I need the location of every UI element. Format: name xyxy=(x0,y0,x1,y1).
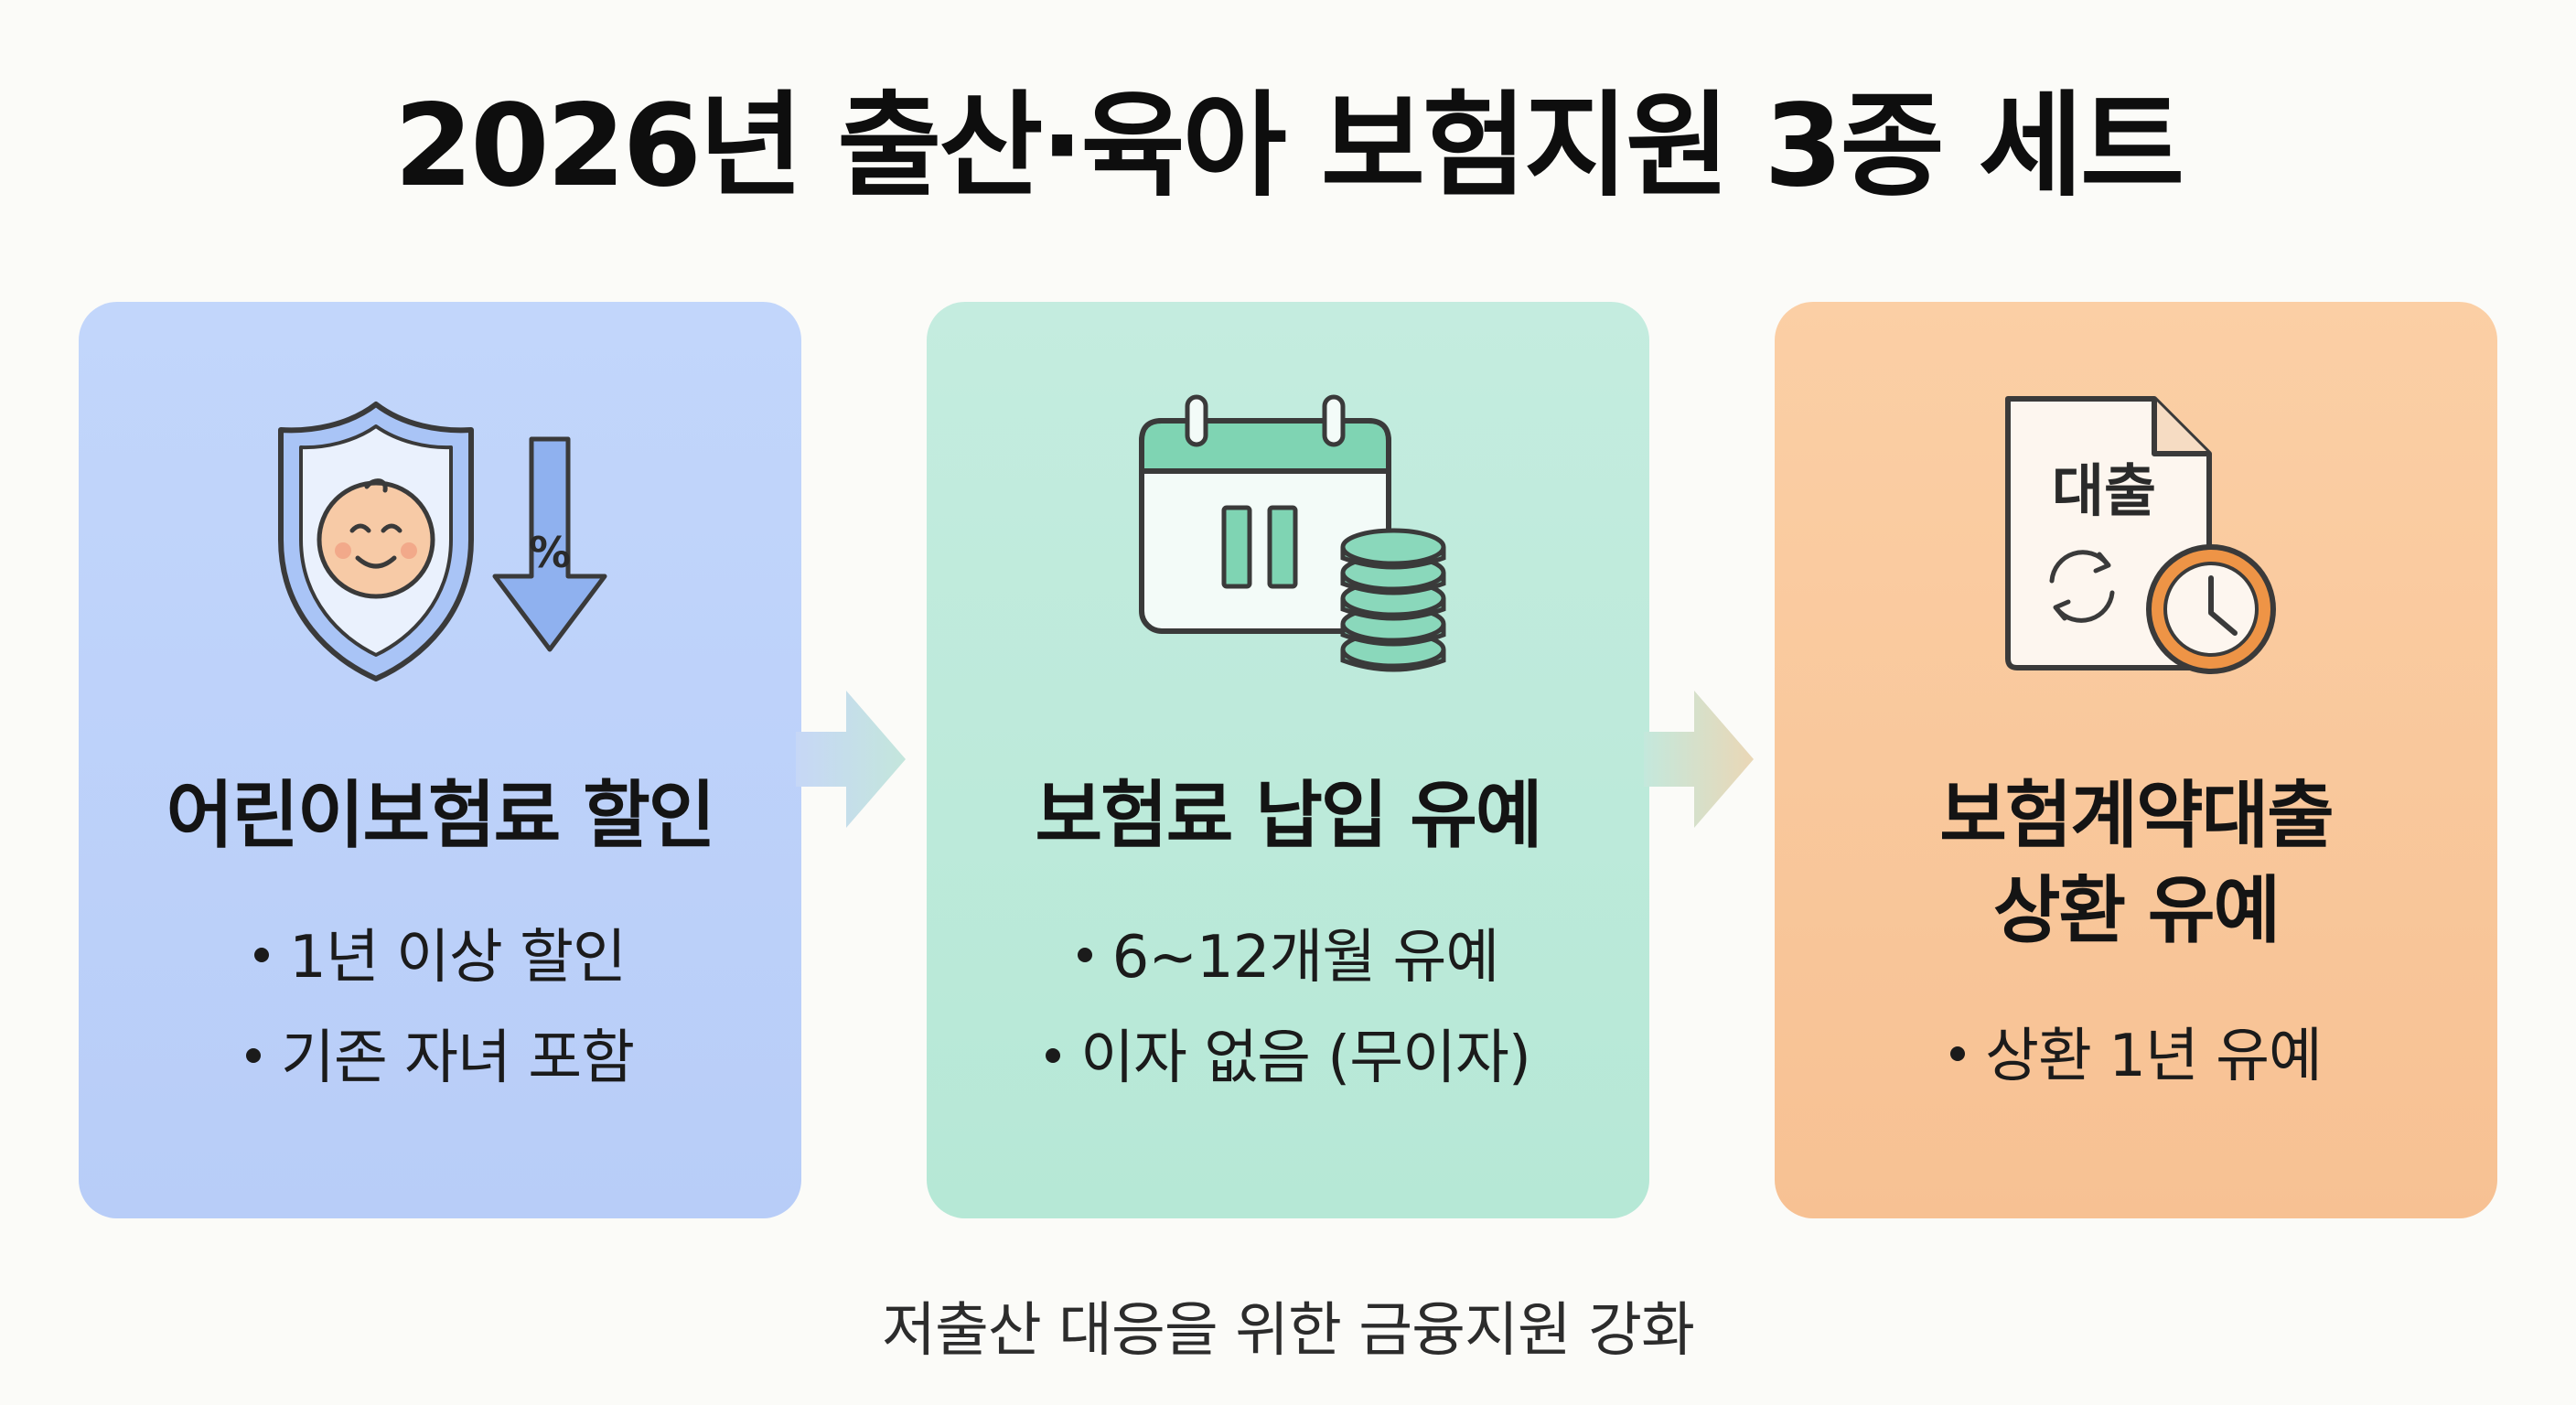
percent-badge: % xyxy=(529,528,571,577)
bullet-item: 1년 이상 할인 xyxy=(79,907,801,1008)
arrow-right-icon xyxy=(1644,691,1754,828)
card-title: 어린이보험료 할인 xyxy=(79,768,801,863)
card-title-line: 어린이보험료 할인 xyxy=(166,773,716,858)
bullet-dot-icon xyxy=(1046,1048,1061,1064)
calendar-pause-coins-icon xyxy=(927,384,1649,695)
footer-caption: 저출산 대응을 위한 금융지원 강화 xyxy=(882,1297,1695,1365)
card-title-line: 보험료 납입 유예 xyxy=(1035,773,1543,858)
shield-baby-discount-icon: % xyxy=(79,384,801,695)
bullet-item: 기존 자녀 포함 xyxy=(79,1008,801,1109)
bullet-list: 1년 이상 할인 기존 자녀 포함 xyxy=(79,907,801,1109)
bullet-dot-icon xyxy=(1950,1046,1966,1062)
bullet-item: 상환 1년 유예 xyxy=(1775,1006,2497,1107)
bullet-item: 이자 없음 (무이자) xyxy=(927,1008,1649,1109)
card-child-insurance-discount: % 어린이보험료 할인 1년 이상 할인 기존 자녀 포함 xyxy=(79,302,801,1218)
page-title: 2026년 출산·육아 보험지원 3종 세트 xyxy=(393,80,2184,212)
card-premium-payment-deferral: 보험료 납입 유예 6~12개월 유예 이자 없음 (무이자) xyxy=(927,302,1649,1218)
bullet-dot-icon xyxy=(246,1048,262,1064)
card-loan-repayment-deferral: 대출 보험계약대출 상환 유예 상환 1년 유예 xyxy=(1775,302,2497,1218)
bullet-list: 상환 1년 유예 xyxy=(1775,1006,2497,1107)
arrow-right-icon xyxy=(796,691,906,828)
card-title-line: 상환 유예 xyxy=(1992,868,2281,953)
loan-label: 대출 xyxy=(2052,457,2156,524)
card-title: 보험료 납입 유예 xyxy=(927,768,1649,863)
card-title-line: 보험계약대출 xyxy=(1939,773,2334,858)
card-title: 보험계약대출 상환 유예 xyxy=(1775,768,2497,959)
bullet-item: 6~12개월 유예 xyxy=(927,907,1649,1008)
bullet-dot-icon xyxy=(254,948,270,963)
bullet-dot-icon xyxy=(1077,948,1092,963)
bullet-list: 6~12개월 유예 이자 없음 (무이자) xyxy=(927,907,1649,1109)
loan-document-clock-icon: 대출 xyxy=(1775,384,2497,695)
